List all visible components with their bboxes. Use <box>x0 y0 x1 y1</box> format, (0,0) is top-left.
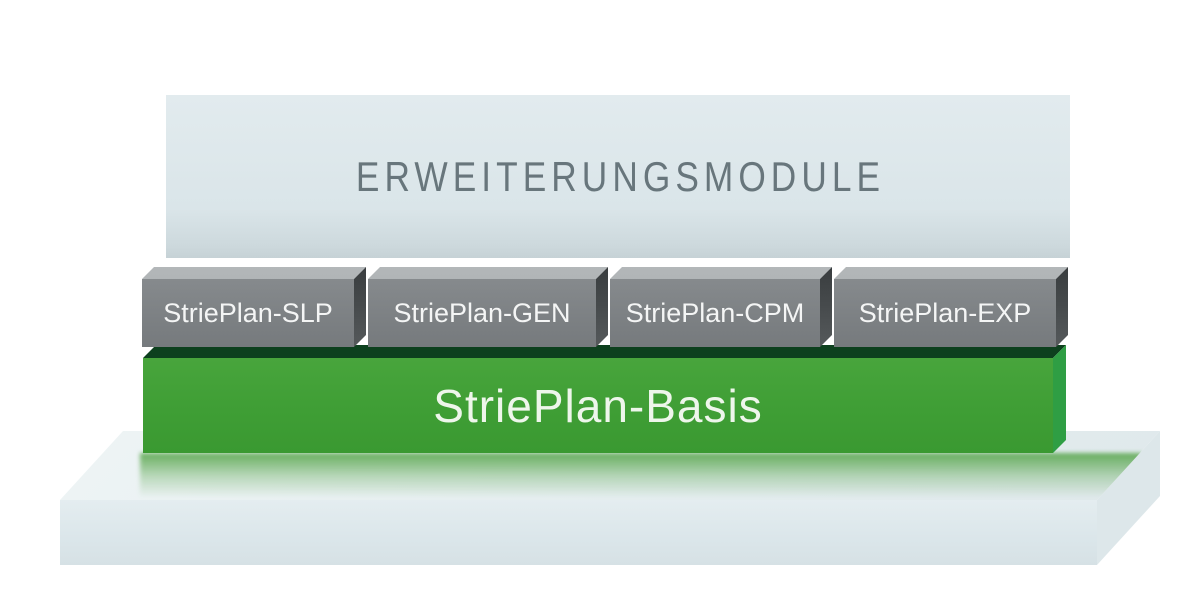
module-label: StriePlan-SLP <box>163 297 333 328</box>
platform-front-face <box>60 500 1097 565</box>
module-front-face: StriePlan-EXP <box>834 279 1056 347</box>
module-box-cpm: StriePlan-CPM <box>610 267 832 347</box>
module-label: StriePlan-CPM <box>625 297 805 328</box>
platform-green-reflection <box>140 453 1142 500</box>
module-label: StriePlan-GEN <box>393 297 571 328</box>
panel-title: ERWEITERUNGSMODULE <box>355 152 886 200</box>
module-front-face: StriePlan-CPM <box>610 279 820 347</box>
module-box-gen: StriePlan-GEN <box>368 267 608 347</box>
extension-modules-panel: ERWEITERUNGSMODULE <box>166 95 1070 258</box>
basis-label: StriePlan-Basis <box>433 379 763 432</box>
module-front-face: StriePlan-GEN <box>368 279 596 347</box>
basis-front-face: StriePlan-Basis <box>143 358 1053 453</box>
module-box-slp: StriePlan-SLP <box>142 267 366 347</box>
module-front-face: StriePlan-SLP <box>142 279 354 347</box>
module-box-exp: StriePlan-EXP <box>834 267 1068 347</box>
module-label: StriePlan-EXP <box>858 297 1032 328</box>
basis-bar: StriePlan-Basis <box>143 345 1066 453</box>
